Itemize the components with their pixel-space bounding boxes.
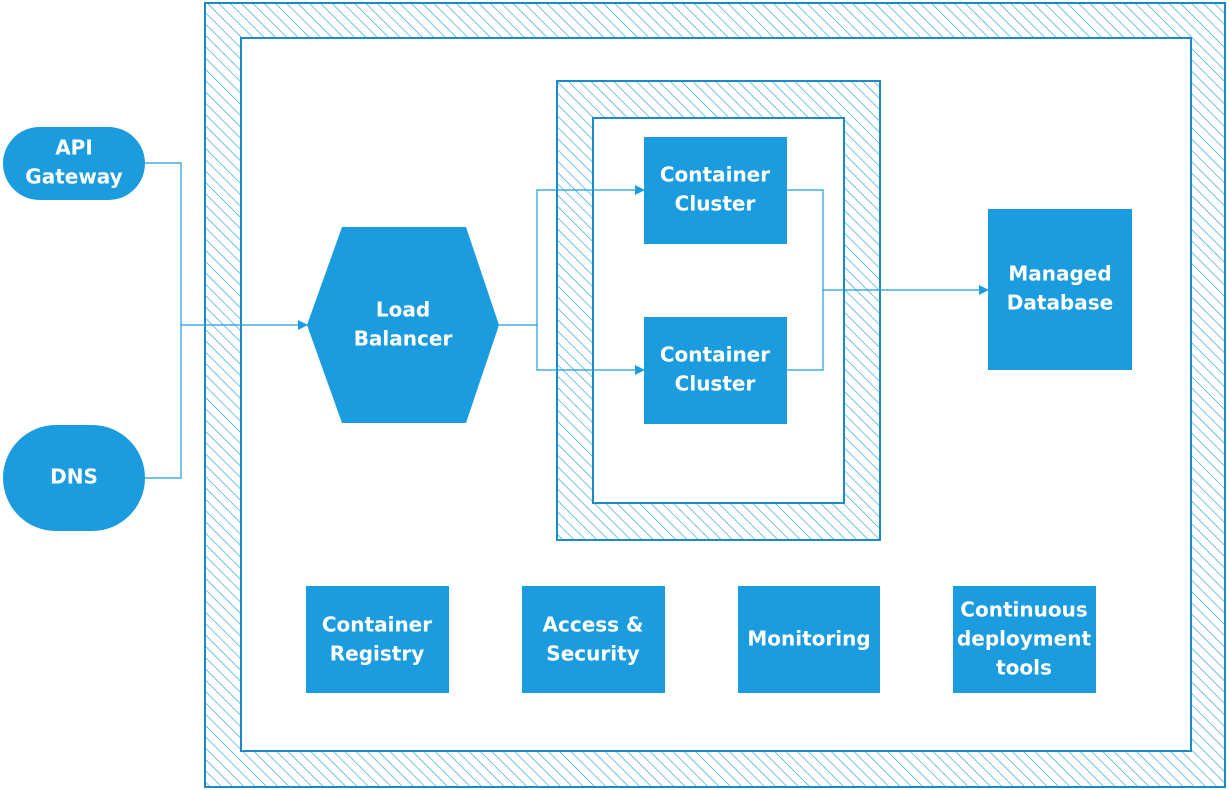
connectors	[145, 162, 989, 479]
load-balancer-node: Load Balancer	[307, 227, 499, 423]
arrow-lb-to-cluster-top	[499, 185, 645, 326]
api-gateway-label-line1: API	[55, 136, 93, 160]
connector-cluster-bottom-out	[787, 290, 824, 371]
load-balancer-label-line1: Load	[376, 298, 430, 322]
container-cluster-bottom-node: Container Cluster	[644, 317, 787, 424]
api-gateway-node: API Gateway	[3, 127, 145, 200]
container-registry-label-line2: Registry	[330, 642, 425, 666]
monitoring-node: Monitoring	[738, 586, 880, 693]
load-balancer-label-line2: Balancer	[354, 327, 453, 351]
api-gateway-label-line2: Gateway	[25, 165, 122, 189]
container-cluster-bottom-label-line1: Container	[660, 343, 770, 367]
continuous-deployment-node: Continuous deployment tools	[953, 586, 1096, 693]
continuous-deployment-label-line3: tools	[996, 656, 1052, 680]
managed-database-label-line2: Database	[1007, 291, 1113, 315]
container-cluster-top-label-line2: Cluster	[675, 192, 756, 216]
container-registry-node: Container Registry	[306, 586, 449, 693]
connector-api-gateway	[145, 162, 182, 325]
container-cluster-top-label-line1: Container	[660, 163, 770, 187]
container-registry-label-line1: Container	[322, 613, 432, 637]
container-cluster-bottom-label-line2: Cluster	[675, 372, 756, 396]
connector-dns	[145, 325, 182, 479]
managed-database-node: Managed Database	[988, 209, 1132, 370]
access-security-label-line2: Security	[546, 642, 639, 666]
access-security-label-line1: Access &	[543, 613, 644, 637]
access-security-node: Access & Security	[522, 586, 665, 693]
continuous-deployment-label-line2: deployment	[957, 627, 1091, 651]
dns-label: DNS	[50, 465, 98, 489]
dns-node: DNS	[3, 425, 145, 531]
container-cluster-top-node: Container Cluster	[644, 137, 787, 244]
continuous-deployment-label-line1: Continuous	[960, 598, 1087, 622]
monitoring-label: Monitoring	[747, 627, 870, 651]
managed-database-label-line1: Managed	[1008, 262, 1111, 286]
connector-cluster-top-out	[787, 189, 824, 290]
arrow-lb-to-cluster-bottom	[536, 325, 645, 375]
